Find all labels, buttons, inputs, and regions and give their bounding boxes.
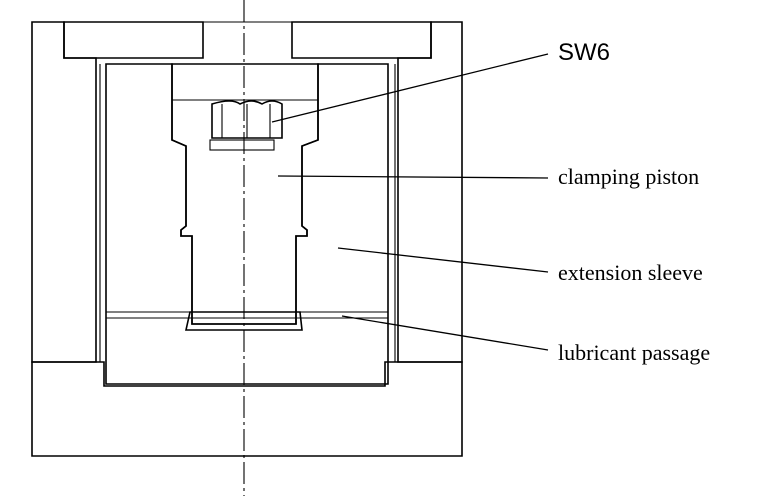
leader-passage <box>341 315 549 351</box>
base-plate <box>31 361 463 457</box>
label-clamping-piston: clamping piston <box>558 164 699 189</box>
housing-body <box>31 21 463 363</box>
hex-socket <box>209 100 283 151</box>
label-lubricant-passage: lubricant passage <box>558 340 710 365</box>
leader-lines <box>271 53 549 351</box>
leader-sleeve <box>337 247 549 273</box>
label-sw6: SW6 <box>558 39 610 66</box>
label-extension-sleeve: extension sleeve <box>558 260 703 285</box>
top-cap <box>63 21 432 59</box>
leader-sw6 <box>271 53 549 123</box>
leader-piston <box>277 175 549 179</box>
clamping-piston <box>171 63 319 331</box>
